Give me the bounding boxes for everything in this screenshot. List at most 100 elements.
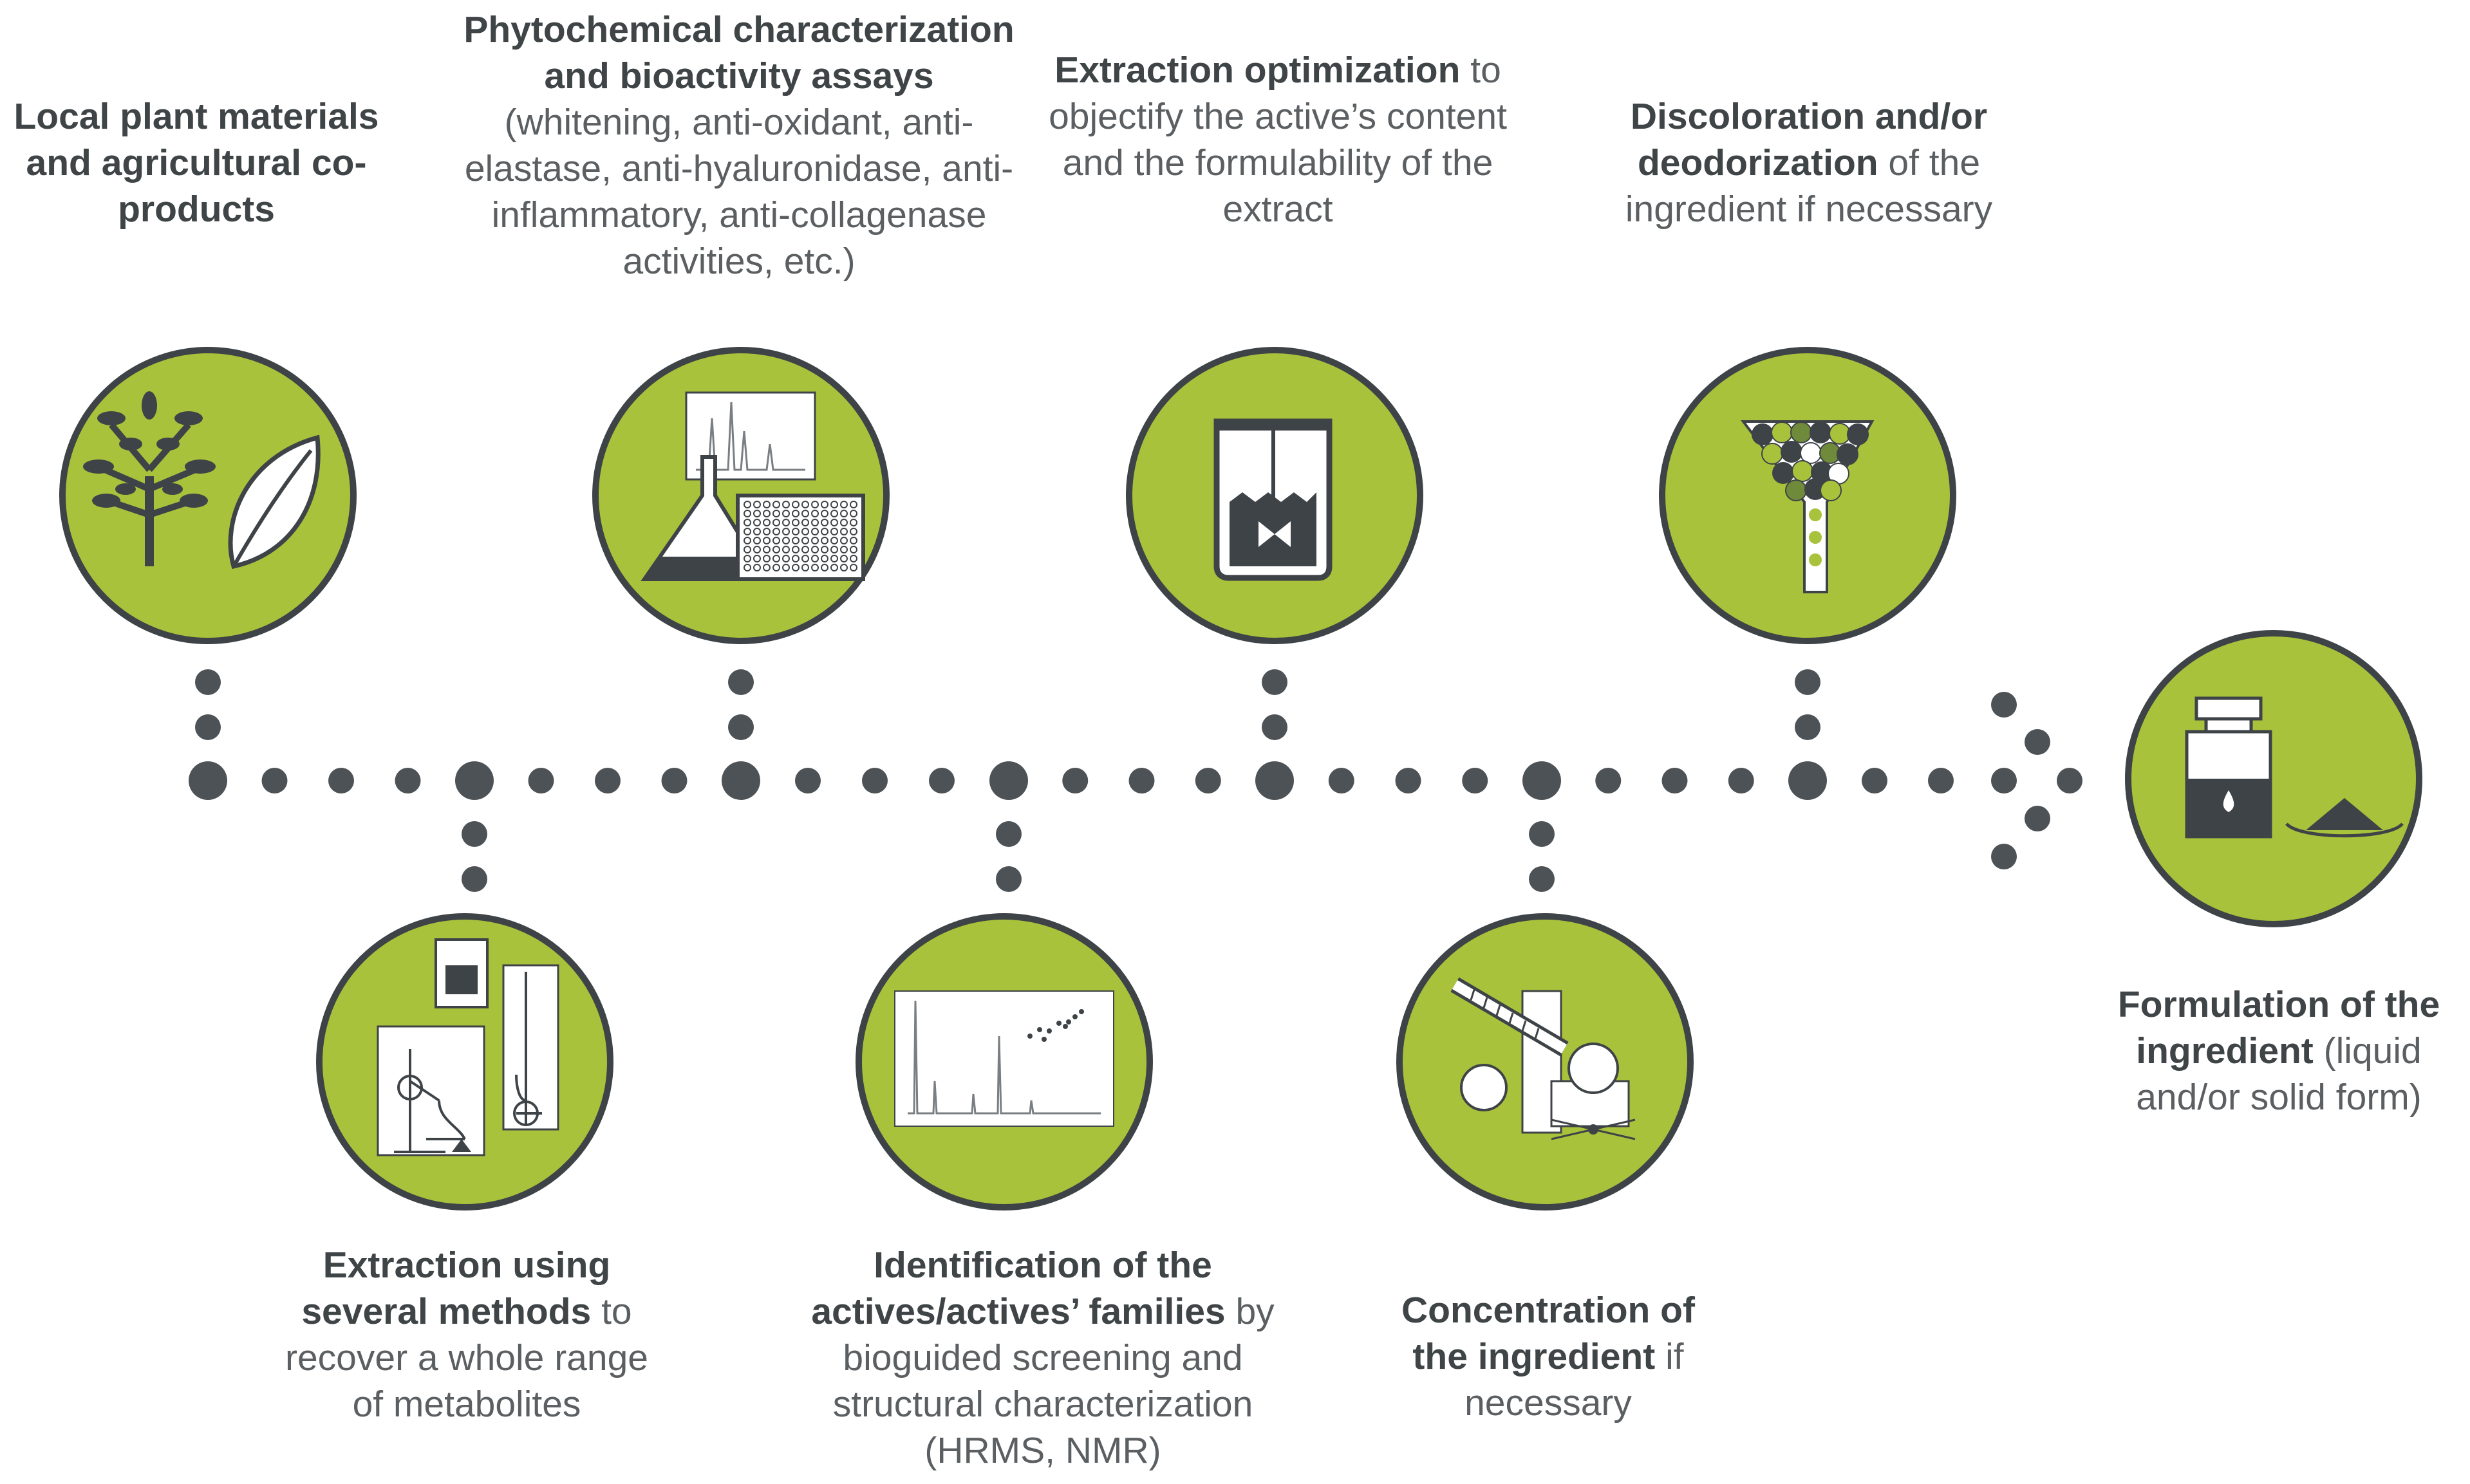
well [840,519,848,526]
well [772,564,780,571]
well [830,501,838,508]
timeline-dot [395,768,421,793]
connector-dot [996,866,1022,892]
step-label-identification: Identification of the actives/actives’ f… [811,1245,1275,1471]
connector-dot [195,669,221,695]
well [850,510,857,517]
well [830,528,838,535]
well [830,546,838,553]
well [744,519,751,526]
well [753,537,761,544]
connector-dot [1262,714,1287,740]
well [744,528,751,535]
well [782,528,790,535]
well [772,528,780,535]
funnel-particle [1781,441,1802,463]
well [811,546,819,553]
timeline-dot [1328,768,1354,793]
timeline-dot [528,768,554,793]
well [744,537,751,544]
well [811,510,819,517]
timeline-dot [1062,768,1089,793]
well [782,510,790,517]
step-title-optimization: Extraction optimization [1054,50,1461,91]
well [801,510,809,517]
step-title-phytochemical: Phytochemical characterization and bioac… [463,9,1015,97]
well [792,501,800,508]
well [830,537,838,544]
step-title-plant-materials: Local plant materials and agricultural c… [14,96,379,230]
timeline-dot [261,768,288,793]
funnel-particle [1792,460,1813,482]
well [753,519,761,526]
timeline-dot [795,768,821,793]
well [830,519,838,526]
well [792,528,800,535]
timeline-dot [1128,768,1155,793]
bottle-powder-icon [2125,630,2422,927]
connector-dot [1795,714,1820,740]
arrow-dot [1991,692,2017,718]
timeline-dot [1595,768,1622,793]
well [811,555,819,562]
well [782,501,790,508]
step-label-extraction: Extraction using several methods to reco… [285,1245,648,1425]
well [850,546,857,553]
well [850,564,857,571]
well [850,555,857,562]
funnel-particle [1761,443,1783,465]
timeline-dot [1661,768,1688,793]
well [830,555,838,562]
well [840,564,848,571]
well [792,546,800,553]
well [763,564,771,571]
connector-dot [1529,866,1555,892]
well [840,537,848,544]
rotary-evaporator-icon [1396,913,1694,1210]
well [792,537,800,544]
timeline-dot [929,768,955,793]
well [801,546,809,553]
well [801,564,809,571]
filter-funnel-icon [1659,347,1956,644]
well [744,501,751,508]
arrow-dot [1991,768,2017,793]
timeline [189,669,2082,892]
well [792,510,800,517]
timeline-dot [1862,768,1887,793]
well [753,501,761,508]
timeline-node [1788,761,1827,800]
step-title-formulation: Formulation of the ingredient [2117,984,2440,1071]
funnel-particle [1837,443,1858,465]
step-title-discoloration: Discoloration and/or deodorization [1630,96,1988,183]
well [801,501,809,508]
step-label-optimization: Extraction optimization to objectify the… [1049,50,1507,230]
well [763,510,771,517]
well [840,501,848,508]
well [801,528,809,535]
well [772,546,780,553]
timeline-dot [1728,768,1754,793]
tree-leaf-icon [59,347,357,644]
well [772,510,780,517]
step-label-phytochemical: Phytochemical characterization and bioac… [462,6,1016,284]
well [782,555,790,562]
well [850,537,857,544]
flask-spectrum-icon [592,347,890,644]
funnel-particle [1820,479,1842,501]
well [801,537,809,544]
well [763,537,771,544]
well [821,555,828,562]
well [753,546,761,553]
well [753,564,761,571]
well [850,519,857,526]
timeline-dot [661,768,688,793]
well [772,519,780,526]
well [753,528,761,535]
well [763,546,771,553]
arrow-dot [2025,806,2050,831]
well [763,519,771,526]
well [830,564,838,571]
well [801,555,809,562]
